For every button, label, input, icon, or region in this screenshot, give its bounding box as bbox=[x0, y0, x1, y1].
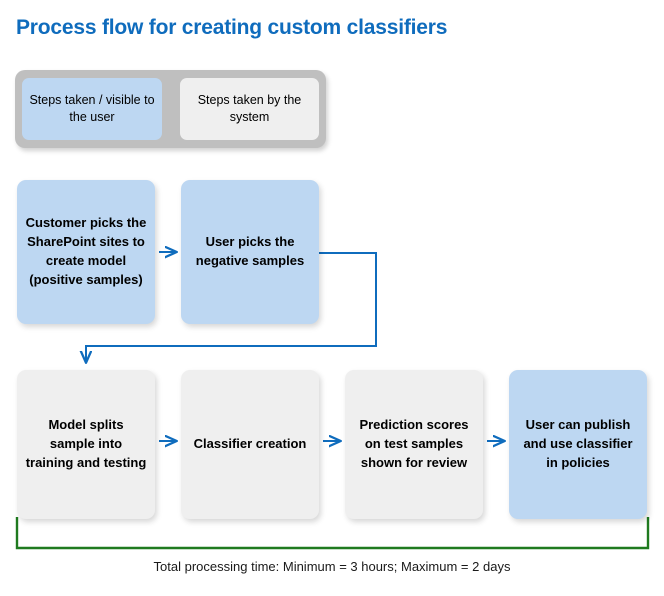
page-title: Process flow for creating custom classif… bbox=[16, 16, 448, 39]
legend-item-system-steps: Steps taken by the system bbox=[180, 78, 319, 140]
legend-item-user-steps: Steps taken / visible to the user bbox=[22, 78, 162, 140]
node-classifier-creation[interactable]: Classifier creation bbox=[181, 370, 319, 519]
node-publish-classifier[interactable]: User can publish and use classifier in p… bbox=[509, 370, 647, 519]
legend: Steps taken / visible to the user Steps … bbox=[15, 70, 326, 148]
node-prediction-scores[interactable]: Prediction scores on test samples shown … bbox=[345, 370, 483, 519]
node-model-split[interactable]: Model splits sample into training and te… bbox=[17, 370, 155, 519]
processing-time-bracket bbox=[15, 517, 650, 550]
node-negative-samples[interactable]: User picks the negative samples bbox=[181, 180, 319, 324]
node-positive-samples[interactable]: Customer picks the SharePoint sites to c… bbox=[17, 180, 155, 324]
processing-time-caption: Total processing time: Minimum = 3 hours… bbox=[153, 559, 511, 574]
